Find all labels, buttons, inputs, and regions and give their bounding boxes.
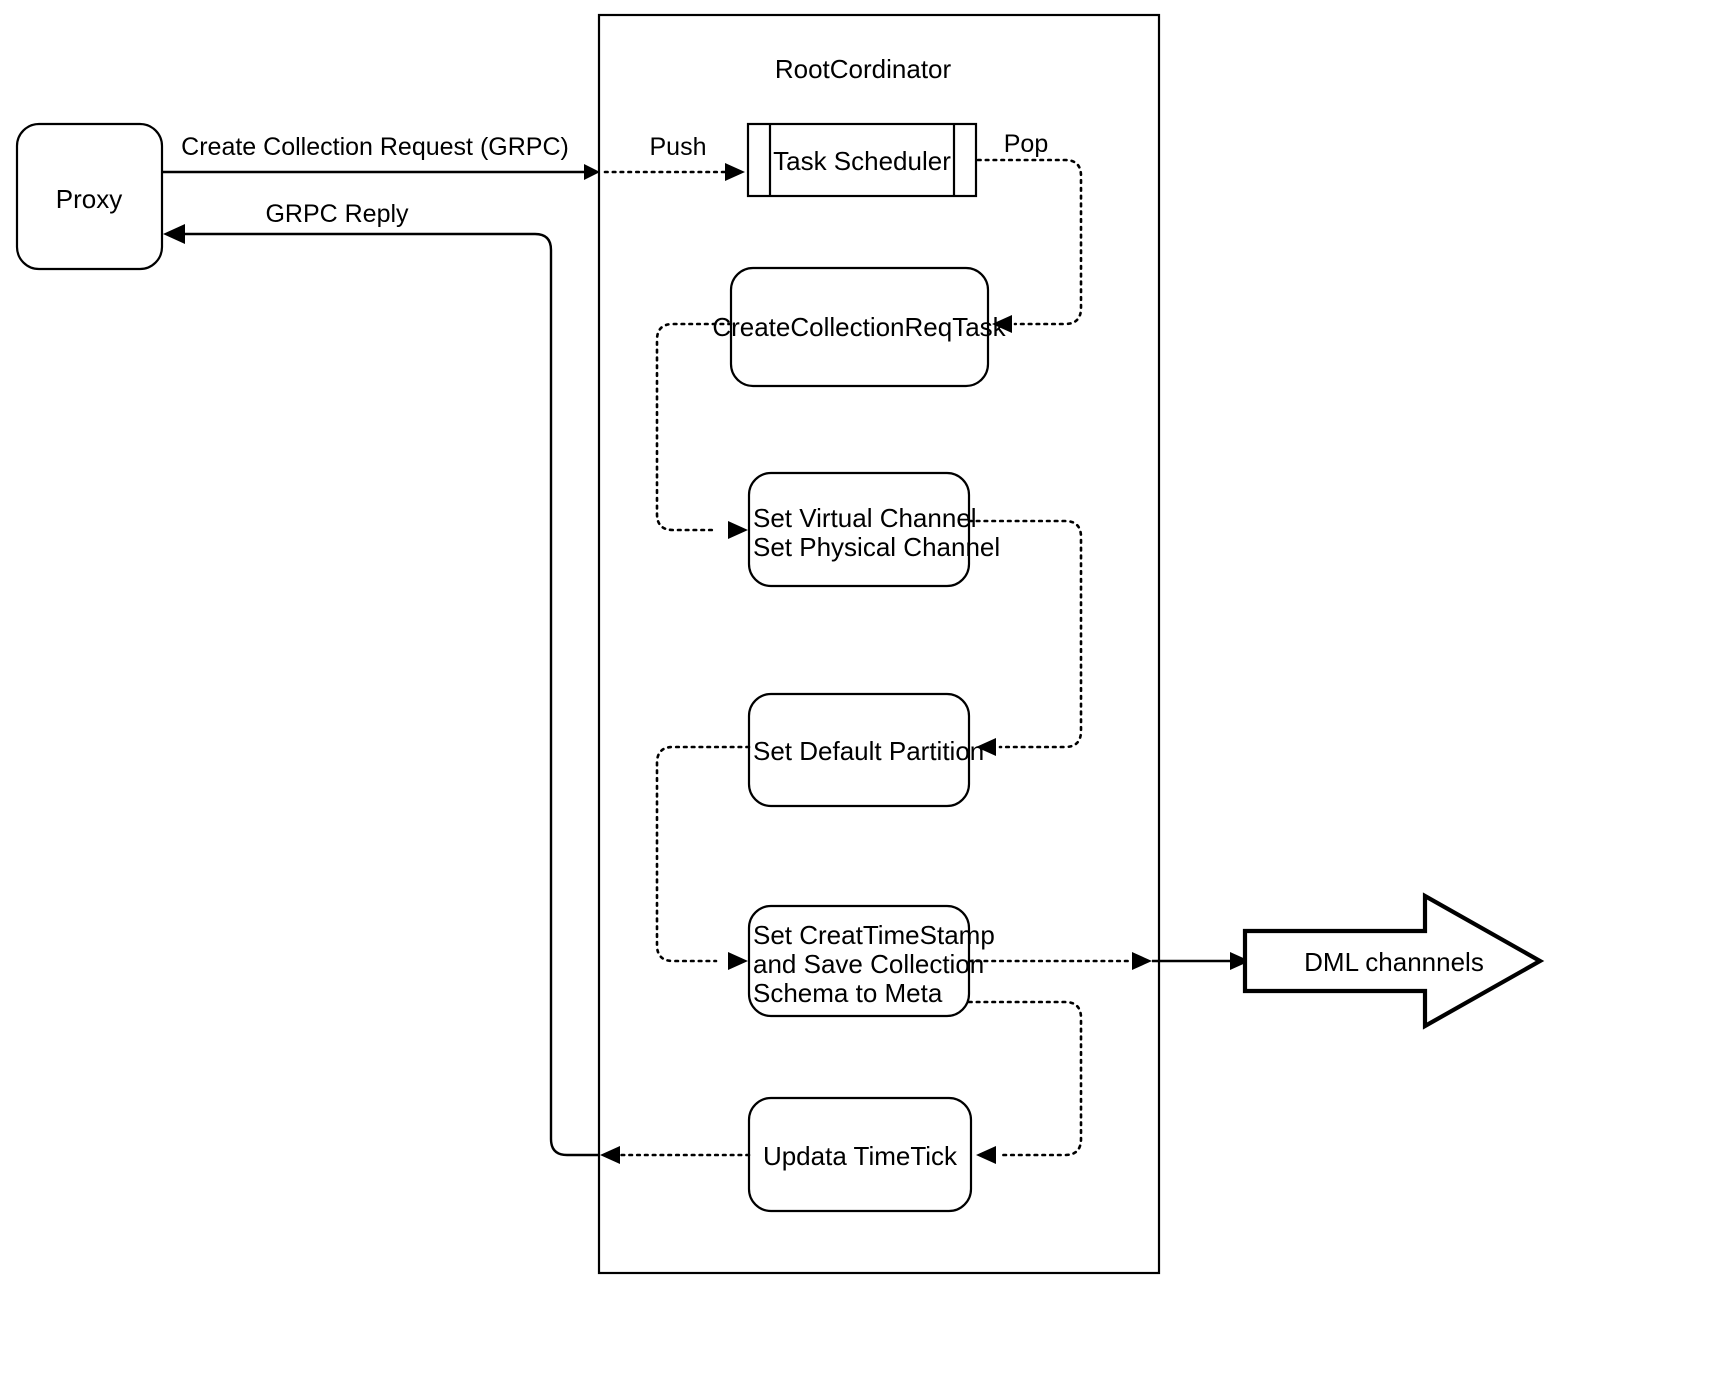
node-proxy[interactable]: [15, 122, 164, 271]
edge-create-collection-request-arrowhead: [584, 164, 600, 180]
edge-task-to-set-channels-arrowhead: [728, 521, 748, 539]
node-set-channels-label-line2: Set Physical Channel: [753, 532, 1000, 562]
node-set-timestamp-save-meta-label-line2: and Save Collection: [753, 949, 984, 979]
rootcordinator-title: RootCordinator: [775, 54, 952, 84]
edge-pop-line: [976, 158, 1083, 326]
edge-partition-to-timestamp-arrowhead: [728, 952, 748, 970]
edge-pop-label: Pop: [1004, 130, 1048, 158]
node-proxy-label: Proxy: [56, 184, 122, 214]
edge-grpc-reply-line: [185, 232, 600, 1157]
rootcordinator-container: [597, 13, 1161, 1275]
edge-grpc-reply-arrowhead: [163, 224, 185, 244]
edge-pop-arrowhead: [992, 315, 1012, 333]
edge-timestamp-to-timetick-arrowhead: [976, 1146, 996, 1164]
node-set-default-partition[interactable]: [747, 692, 971, 808]
edge-task-to-set-channels-line: [655, 322, 733, 532]
edge-timetick-to-reply-arrowhead: [600, 1146, 620, 1164]
node-create-collection-req-task[interactable]: [729, 266, 990, 388]
edge-grpc-reply-label: GRPC Reply: [265, 200, 409, 228]
node-dml-channels-label: DML channnels: [1304, 947, 1484, 977]
node-updata-timetick-label: Updata TimeTick: [763, 1141, 958, 1171]
node-set-channels-label-line1: Set Virtual Channel: [753, 503, 977, 533]
edge-push-arrowhead: [725, 163, 745, 181]
edge-channels-to-partition-arrowhead: [976, 738, 996, 756]
node-set-timestamp-save-meta-label-line3: Schema to Meta: [753, 978, 943, 1008]
edge-partition-to-timestamp-line: [655, 745, 751, 963]
edge-timestamp-to-dml-arrowhead: [1230, 952, 1250, 970]
edge-channels-to-partition-line: [967, 519, 1083, 749]
node-dml-channels[interactable]: [1242, 892, 1545, 1030]
node-create-collection-req-task-label: CreateCollectionReqTask: [712, 312, 1006, 342]
edge-create-collection-request-label: Create Collection Request (GRPC): [181, 133, 569, 161]
node-task-scheduler[interactable]: [746, 122, 978, 198]
node-task-scheduler-label: Task Scheduler: [773, 146, 951, 176]
node-set-timestamp-save-meta-label-line1: Set CreatTimeStamp: [753, 920, 995, 950]
edge-push-label: Push: [650, 133, 707, 161]
edge-timestamp-to-timetick-line: [967, 1000, 1083, 1157]
node-set-default-partition-label: Set Default Partition: [753, 736, 984, 766]
edge-timestamp-to-dml-arrowhead-boundary: [1132, 952, 1152, 970]
node-set-channels[interactable]: [747, 471, 971, 588]
